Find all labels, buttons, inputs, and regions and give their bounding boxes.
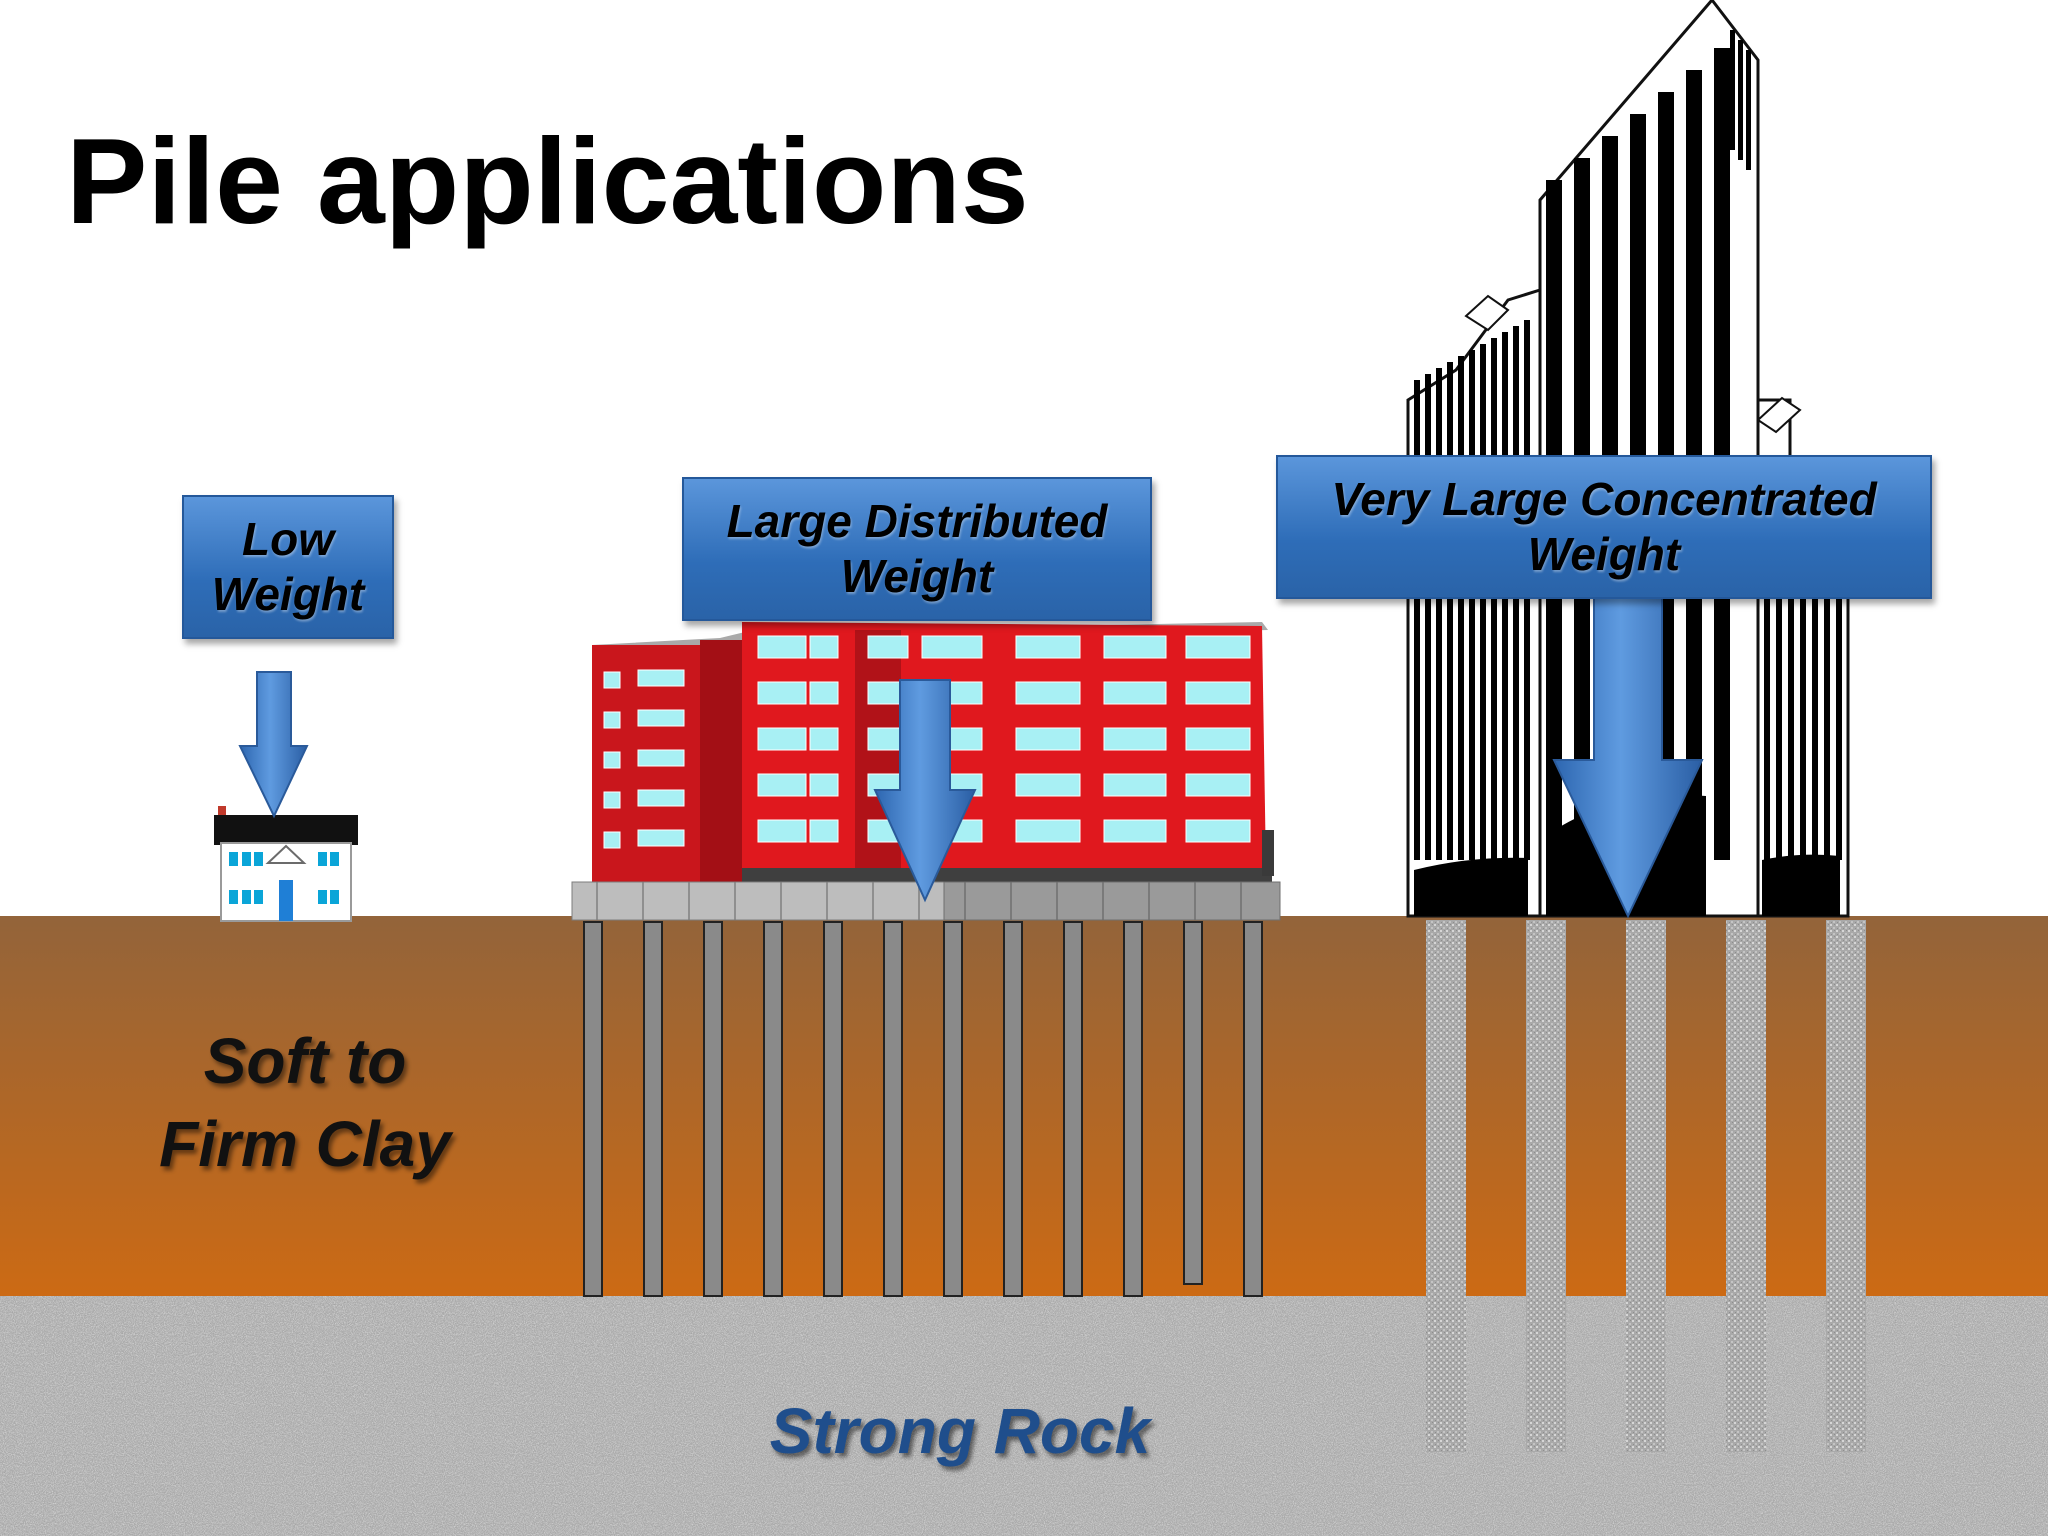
steel-pile: [583, 921, 603, 1297]
low-weight-label-line1: Low: [242, 512, 334, 565]
clay-layer: [0, 916, 2048, 1296]
clay-label-line1: Soft to: [203, 1025, 407, 1097]
distributed-weight-label-line2: Weight: [840, 550, 994, 602]
steel-pile: [943, 921, 963, 1297]
distributed-weight-callout: Large Distributed Weight: [682, 477, 1152, 621]
steel-pile: [1063, 921, 1083, 1297]
slide-title: Pile applications: [66, 113, 1029, 249]
concentrated-weight-label-line2: Weight: [1527, 528, 1681, 580]
concrete-piles: [1426, 920, 1866, 1452]
concrete-pile: [1426, 920, 1466, 1452]
steel-pile: [763, 921, 783, 1297]
clay-layer-label: Soft to Firm Clay: [120, 1020, 490, 1186]
low-weight-callout: Low Weight: [182, 495, 394, 639]
house: [214, 806, 358, 922]
steel-pile: [1123, 921, 1143, 1297]
steel-pile: [883, 921, 903, 1297]
steel-pile: [643, 921, 663, 1297]
concrete-pile: [1826, 920, 1866, 1452]
steel-piles: [583, 921, 1263, 1297]
rock-texture: [0, 1296, 2048, 1536]
steel-pile: [1243, 921, 1263, 1297]
concentrated-weight-arrow: [1552, 597, 1704, 919]
low-weight-label-line2: Weight: [211, 568, 365, 620]
concrete-pile: [1626, 920, 1666, 1452]
clay-label-line2: Firm Clay: [159, 1108, 451, 1181]
low-weight-arrow: [238, 671, 309, 819]
concrete-pile: [1726, 920, 1766, 1452]
steel-pile: [1003, 921, 1023, 1297]
concrete-pile: [1526, 920, 1566, 1452]
steel-pile: [703, 921, 723, 1297]
rock-layer-label: Strong Rock: [769, 1395, 1151, 1467]
concentrated-weight-label-line1: Very Large Concentrated: [1331, 472, 1877, 525]
concentrated-weight-callout: Very Large Concentrated Weight: [1276, 455, 1932, 599]
pile-cap: [571, 881, 1281, 921]
steel-pile: [823, 921, 843, 1297]
distributed-weight-label-line1: Large Distributed: [726, 494, 1108, 547]
steel-pile: [1183, 921, 1203, 1285]
distributed-weight-arrow: [873, 679, 977, 903]
